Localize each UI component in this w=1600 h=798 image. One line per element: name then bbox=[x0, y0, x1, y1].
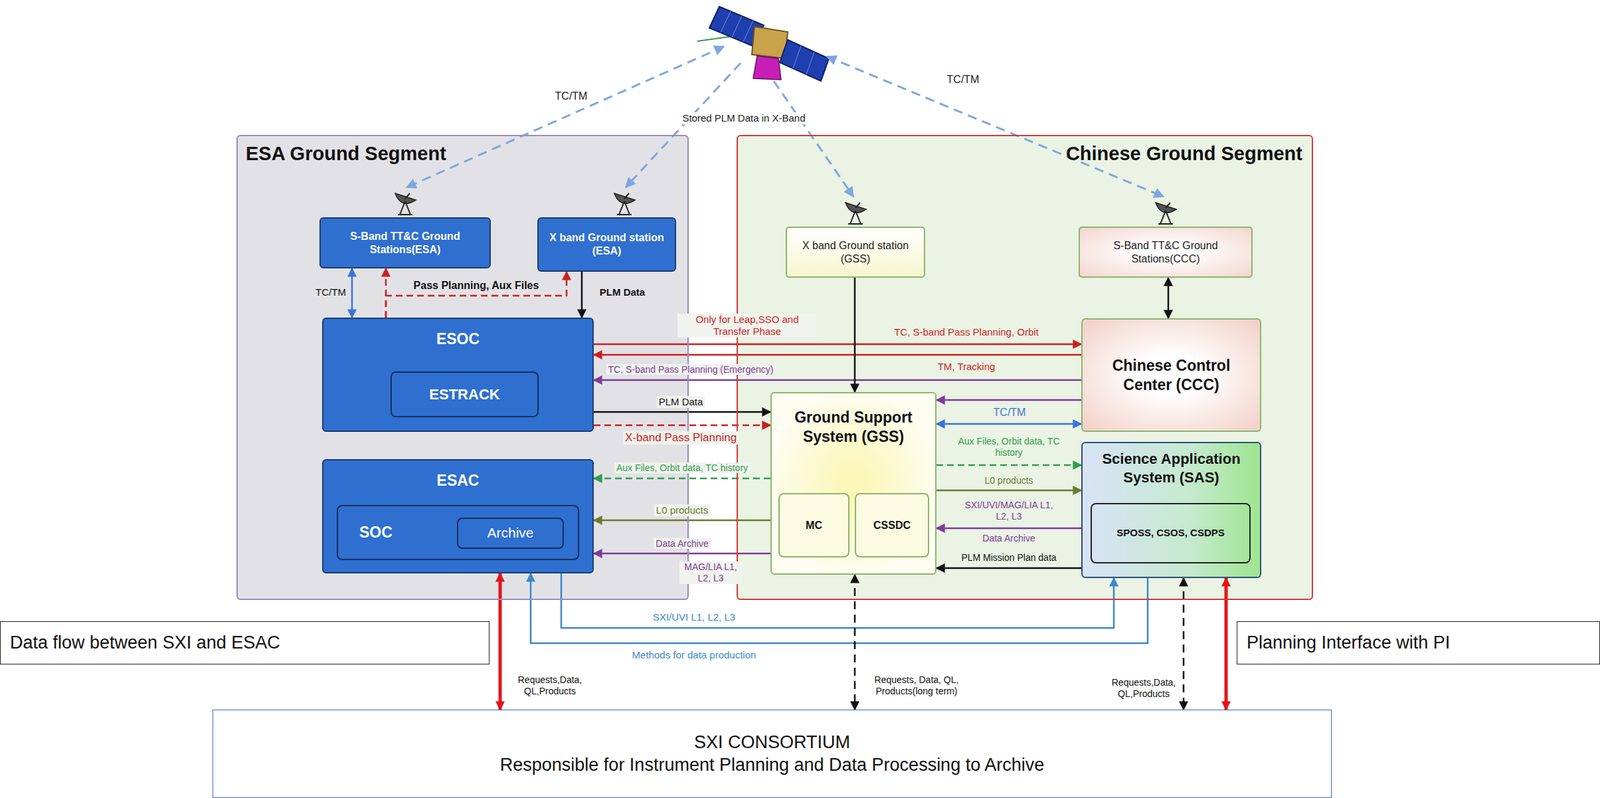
connector-arrow bbox=[593, 424, 771, 427]
annotation-label: Data Archive bbox=[980, 532, 1037, 544]
node-subtitle: Responsible for Instrument Planning and … bbox=[500, 753, 1045, 777]
connector-arrow bbox=[936, 399, 1082, 402]
callout-box: Data flow between SXI and ESAC bbox=[0, 621, 490, 665]
connector-arrow bbox=[351, 268, 354, 318]
node-title: SOC bbox=[359, 522, 393, 542]
station-box: S-Band TT&C Ground Stations(ESA) bbox=[319, 217, 491, 269]
node-title: ESAC bbox=[437, 470, 480, 491]
node-title: ESTRACK bbox=[429, 385, 500, 404]
node-title: S-Band TT&C Ground Stations(ESA) bbox=[326, 229, 485, 257]
consortium-box: SXI CONSORTIUMResponsible for Instrument… bbox=[212, 709, 1332, 798]
node-title: ESOC bbox=[436, 329, 480, 349]
connector-arrow bbox=[854, 277, 857, 392]
edge-label: PLM Data bbox=[656, 395, 706, 408]
edge-label: L0 products bbox=[654, 504, 711, 517]
connector-arrow bbox=[1224, 577, 1229, 710]
archive-box: Archive bbox=[456, 517, 564, 549]
system-box: SOC Archive bbox=[336, 504, 580, 560]
edge-label: SXI/UVI L1, L2, L3 bbox=[650, 611, 738, 623]
node-title: ESA Ground Segment bbox=[245, 141, 447, 166]
connector-arrow bbox=[385, 268, 388, 318]
node-title: Science Application System (SAS) bbox=[1087, 449, 1255, 487]
antenna-icon bbox=[395, 193, 1177, 224]
node-title: X band Ground station (GSS) bbox=[792, 239, 919, 266]
connector-arrow bbox=[593, 477, 771, 480]
annotation-label: TC/TM bbox=[945, 73, 982, 86]
edge-label: TM, Tracking bbox=[935, 360, 998, 373]
connector-arrow bbox=[593, 552, 771, 555]
edge-label: SXI/UVI/MAG/LIA L1, L2, L3 bbox=[959, 499, 1059, 523]
connector-arrow bbox=[854, 574, 857, 710]
node-title: CSSDC bbox=[873, 518, 911, 533]
edge-label: Aux Files, Orbit data, TC history bbox=[614, 462, 750, 474]
edge-label: PLM Mission Plan data bbox=[959, 551, 1059, 564]
node-title: X band Ground station (ESA) bbox=[543, 231, 670, 258]
node-title: SXI CONSORTIUM bbox=[694, 731, 851, 754]
node-title: Ground Support System (GSS) bbox=[777, 407, 930, 447]
connector-arrow bbox=[593, 354, 1082, 356]
annotation-label: TC/TM bbox=[553, 89, 590, 103]
center-box: Science Application System (SAS) SPOSS, C… bbox=[1081, 441, 1262, 578]
annotation-label: MAG/LIA L1, L2, L3 bbox=[679, 561, 743, 584]
connector-arrow bbox=[1167, 277, 1170, 319]
edge-label: X-band Pass Planning bbox=[622, 431, 739, 445]
region-panel: Chinese Ground Segment X band Ground stat… bbox=[736, 134, 1314, 600]
subsystem-box: MC bbox=[778, 492, 850, 558]
edge-label: TC, S-band Pass Planning, Orbit bbox=[891, 326, 1041, 339]
connector-arrow bbox=[936, 423, 1082, 426]
connector-arrow bbox=[498, 573, 503, 710]
connector-arrow bbox=[936, 567, 1082, 570]
connector-arrow bbox=[593, 519, 771, 522]
edge-label: Pass Planning, Aux Files bbox=[411, 278, 542, 292]
node-title: Archive bbox=[486, 524, 534, 542]
edge-label: Data Archive bbox=[653, 537, 711, 550]
center-box: Chinese Control Center (CCC) bbox=[1081, 318, 1262, 432]
node-title: Planning Interface with PI bbox=[1246, 631, 1450, 655]
connector-arrow bbox=[936, 489, 1082, 492]
node-title: Chinese Control Center (CCC) bbox=[1087, 355, 1255, 395]
connector-arrow bbox=[581, 271, 584, 318]
station-box: X band Ground station (GSS) bbox=[785, 226, 926, 278]
connector-arrow bbox=[530, 573, 1148, 643]
satellite-icon bbox=[697, 6, 829, 82]
connector-arrow bbox=[936, 527, 1082, 530]
connector-arrow bbox=[936, 464, 1082, 467]
annotation-label: Only for Leap,SSO and Transfer Phase bbox=[677, 313, 817, 338]
edge-label: Requests, Data, QL, Products(long term) bbox=[860, 674, 974, 697]
connector-arrow bbox=[385, 271, 567, 318]
edge-label: TC, S-band Pass Planning (Emergency) bbox=[606, 363, 776, 376]
node-title: S-Band TT&C Ground Stations(CCC) bbox=[1085, 239, 1246, 266]
node-title: SPOSS, CSOS, CSDPS bbox=[1116, 526, 1225, 540]
subsystem-box: SPOSS, CSOS, CSDPS bbox=[1090, 502, 1251, 564]
radio-link bbox=[406, 46, 1164, 197]
subsystem-box: CSSDC bbox=[854, 492, 930, 558]
callout-box: Planning Interface with PI bbox=[1236, 621, 1600, 665]
center-box: ESOC ESTRACK bbox=[322, 317, 594, 432]
connector-arrow bbox=[593, 379, 1082, 382]
edge-label: Aux Files, Orbit data, TC history bbox=[952, 435, 1066, 459]
node-title: Data flow between SXI and ESAC bbox=[9, 631, 281, 655]
edge-label: TC/TM bbox=[991, 405, 1029, 419]
edge-label: Requests,Data, QL,Products bbox=[510, 674, 590, 697]
connector-arrow bbox=[1182, 577, 1185, 710]
region-fill bbox=[736, 134, 1314, 600]
edge-label: Methods for data production bbox=[630, 648, 759, 661]
connector-arrow bbox=[593, 343, 1082, 346]
connector-arrow bbox=[593, 411, 771, 414]
station-box: S-Band TT&C Ground Stations(CCC) bbox=[1078, 226, 1253, 278]
edge-label: PLM Data bbox=[597, 286, 647, 299]
edge-label: L0 products bbox=[982, 474, 1035, 487]
edge-label: Requests,Data, QL,Products bbox=[1109, 676, 1179, 700]
node-title: Chinese Ground Segment bbox=[1066, 141, 1303, 166]
annotation-label: Stored PLM Data in X-Band bbox=[680, 112, 807, 125]
center-box: ESAC SOC Archive bbox=[322, 458, 594, 574]
node-title: MC bbox=[805, 518, 823, 533]
edge-label: TC/TM bbox=[313, 286, 349, 299]
station-box: X band Ground station (ESA) bbox=[537, 217, 677, 272]
center-box: Ground Support System (GSS) MC CSSDC bbox=[770, 391, 937, 575]
system-box: ESTRACK bbox=[390, 371, 539, 418]
connector-arrow bbox=[561, 573, 1114, 628]
